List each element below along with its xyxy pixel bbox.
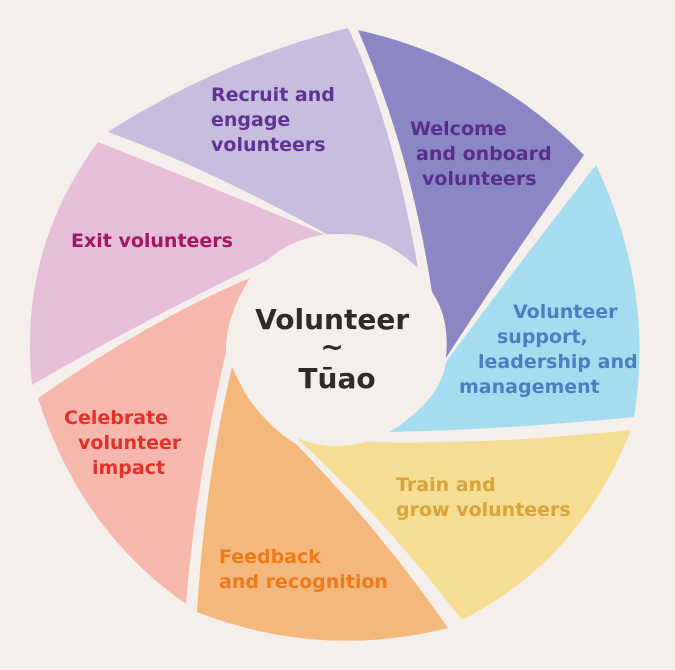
segment-train-shape — [297, 430, 631, 620]
segment-exit: Exit volunteers — [29, 142, 331, 385]
segment-recruit: Recruit and engage volunteers — [108, 28, 418, 268]
segment-feedback: Feedback and recognition — [197, 367, 448, 641]
segment-welcome: Welcome and onboard volunteers — [358, 30, 584, 358]
center-hub: Volunteer ~ Tūao — [231, 234, 443, 446]
segment-feedback-label: Feedback and recognition — [219, 546, 388, 593]
segment-celebrate-shape — [38, 278, 250, 604]
center-title: Volunteer ~ Tūao — [255, 303, 419, 395]
segment-celebrate: Celebrate volunteer impact — [38, 278, 250, 604]
segment-exit-shape — [29, 142, 331, 385]
segment-feedback-shape — [197, 367, 448, 641]
segment-welcome-shape — [358, 30, 584, 358]
center-hub-circle — [231, 234, 443, 446]
segment-celebrate-label: Celebrate volunteer impact — [64, 407, 188, 479]
segment-welcome-label: Welcome and onboard volunteers — [410, 118, 558, 190]
segment-support-shape — [388, 165, 640, 432]
segment-support-label: Volunteer support, leadership and manage… — [459, 301, 644, 398]
segment-recruit-shape — [108, 28, 418, 268]
segment-support: Volunteer support, leadership and manage… — [388, 165, 644, 432]
segment-recruit-label: Recruit and engage volunteers — [211, 84, 341, 156]
segment-train: Train and grow volunteers — [297, 430, 631, 620]
segment-train-label: Train and grow volunteers — [396, 474, 571, 521]
segment-exit-label: Exit volunteers — [71, 230, 233, 252]
